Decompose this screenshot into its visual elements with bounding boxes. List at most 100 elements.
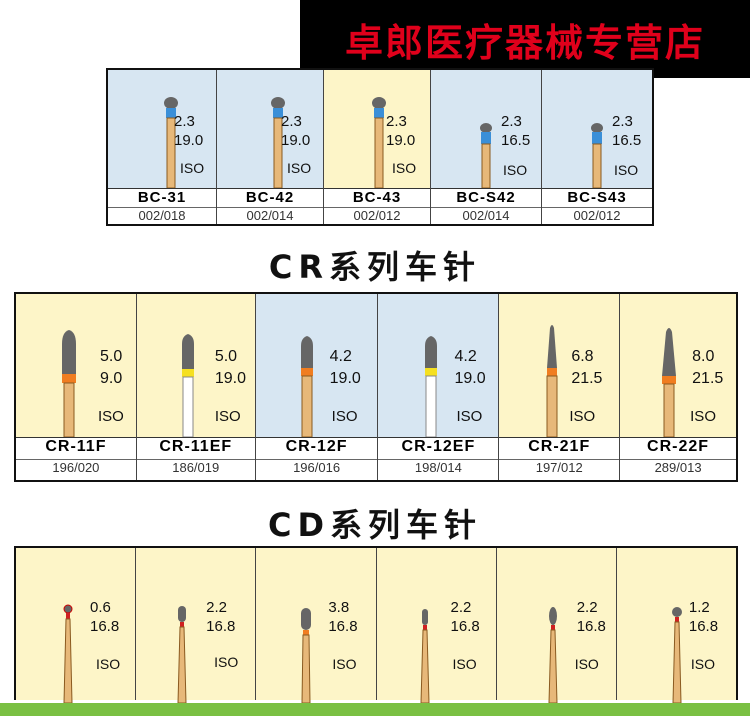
diameter-value: 5.0: [214, 348, 238, 365]
bc-specs: 2.3 16.5: [501, 112, 530, 150]
bur-icon: [271, 97, 285, 188]
diameter-value: 2.2: [450, 599, 472, 616]
iso-label: ISO: [96, 656, 121, 672]
diameter-value: 2.3: [174, 113, 195, 130]
bur-model: CR-12F: [255, 437, 378, 456]
length-value: 16.8: [688, 618, 719, 635]
bur-icon: [546, 325, 558, 437]
iso-label: ISO: [690, 656, 715, 672]
bur-code: 196/016: [255, 459, 378, 475]
bur-icon: [671, 607, 682, 703]
bur-code: 186/019: [136, 459, 255, 475]
length-value: 19.0: [329, 370, 361, 387]
length-value: 19.0: [454, 370, 486, 387]
iso-label: ISO: [452, 656, 477, 672]
iso-label: ISO: [392, 160, 417, 176]
diameter-value: 3.8: [328, 599, 350, 616]
bur-code: 198/014: [378, 459, 499, 475]
length-value: 21.5: [692, 370, 724, 387]
iso-label: ISO: [214, 408, 241, 425]
bur-icon: [425, 336, 438, 437]
bur-icon: [181, 334, 194, 437]
iso-label: ISO: [287, 160, 312, 176]
length-value: 16.8: [206, 618, 236, 635]
cd-series-title: CD系列车针: [267, 506, 483, 544]
length-value: 16.8: [450, 618, 480, 635]
bur-code: 289/013: [620, 459, 736, 475]
iso-label: ISO: [574, 656, 599, 672]
cd-specs: 3.8 16.8: [328, 598, 357, 636]
bur-icon: [662, 328, 677, 437]
bur-icon: [548, 607, 558, 703]
cr-specs: 4.2 19.0: [454, 346, 485, 390]
iso-label: ISO: [503, 162, 528, 178]
length-value: 16.5: [501, 132, 531, 149]
cd-cell: 1.2 16.8 ISO: [616, 548, 737, 703]
diameter-value: 2.2: [576, 599, 598, 616]
bur-code: 002/012: [324, 207, 430, 223]
length-value: 16.8: [328, 618, 358, 635]
diameter-value: 4.2: [329, 348, 352, 365]
cr-image-area: 4.2 19.0 ISO: [378, 294, 499, 437]
bur-code: 002/014: [431, 207, 541, 223]
cd-cell: 3.8 16.8 ISO: [256, 548, 377, 703]
bur-icon: [177, 606, 187, 703]
store-banner: 卓郎医疗器械专营店: [300, 0, 750, 78]
length-value: 19.0: [281, 132, 311, 149]
diameter-value: 2.3: [501, 113, 522, 130]
bur-model: CR-12EF: [378, 437, 499, 456]
iso-label: ISO: [614, 162, 639, 178]
cr-series-title: CR系列车针: [268, 248, 482, 286]
iso-label: ISO: [332, 656, 357, 672]
bur-model: BC-S43: [542, 188, 652, 206]
bur-icon: [420, 609, 430, 703]
bur-code: 002/018: [108, 207, 216, 223]
bur-model: BC-31: [108, 188, 216, 206]
bur-code: 002/012: [542, 207, 652, 223]
diameter-value: 1.2: [688, 599, 710, 616]
cd-cell: 2.2 16.8 ISO: [376, 548, 497, 703]
bur-model: CR-11F: [16, 437, 136, 456]
bur-model: CR-22F: [620, 437, 736, 456]
cd-specs: 1.2 16.8: [689, 598, 718, 636]
bur-icon: [591, 123, 603, 188]
diameter-value: 4.2: [454, 348, 477, 365]
bur-code: 197/012: [499, 459, 620, 475]
bur-icon: [164, 97, 178, 188]
iso-label: ISO: [456, 408, 483, 425]
diameter-value: 5.0: [100, 348, 123, 365]
bur-icon: [480, 123, 492, 188]
length-value: 16.8: [90, 618, 120, 635]
diameter-value: 6.8: [571, 348, 594, 365]
length-value: 16.5: [612, 132, 642, 149]
bur-code: 196/020: [16, 459, 136, 475]
bur-code: 002/014: [217, 207, 323, 223]
